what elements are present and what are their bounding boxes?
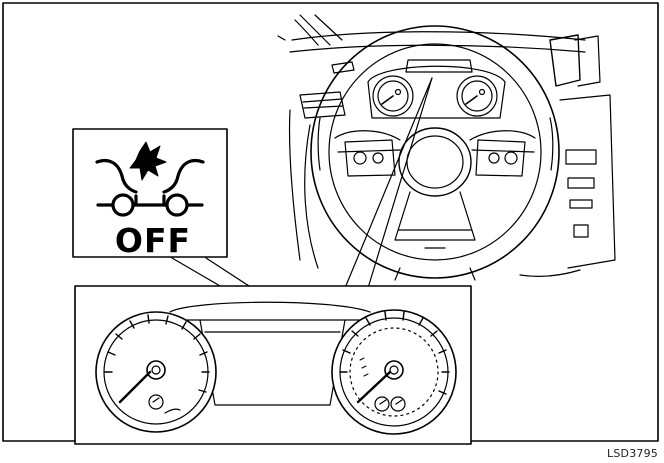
off-label: OFF xyxy=(98,221,208,260)
instrument-cluster-icon xyxy=(75,286,471,444)
steering-wheel-icon xyxy=(278,15,615,280)
reference-code: LSD3795 xyxy=(607,447,658,460)
